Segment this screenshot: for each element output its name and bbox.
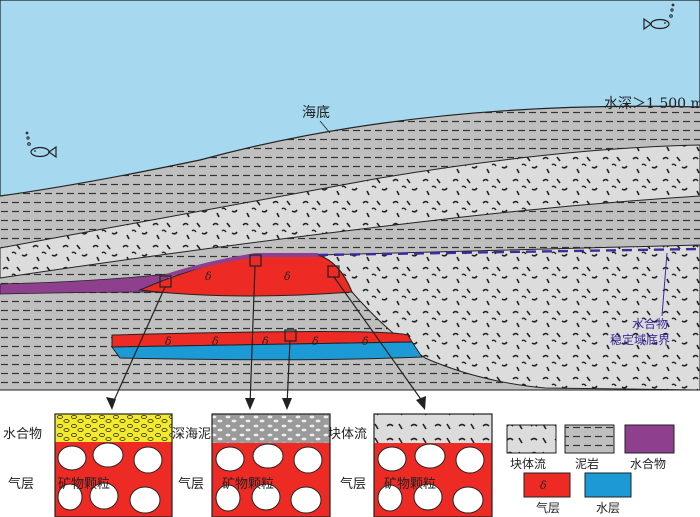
gas-marker: δ (165, 335, 172, 348)
sample-box-mud (249, 254, 262, 267)
mineral-grains (377, 443, 485, 514)
svg-text:泥岩: 泥岩 (575, 456, 599, 471)
panel-deep-sea-mud: 深海泥 气层 矿物颗粒 (172, 413, 331, 517)
gas-marker: δ (540, 479, 547, 492)
panel-massflow-top (374, 414, 492, 443)
upper-mass-flow-layer (0, 144, 700, 279)
svg-text:水层: 水层 (596, 501, 620, 515)
panel-massflow-bottom-label: 气层 (340, 476, 366, 492)
gas-marker: δ (312, 335, 319, 348)
fish-icon (643, 3, 675, 31)
panel-mud-top-label: 深海泥 (172, 427, 211, 442)
water-depth-label: 水深＞1 500 m (604, 96, 700, 112)
panel-massflow-overlay-label: 矿物颗粒 (384, 477, 436, 492)
svg-text:水合物: 水合物 (630, 456, 666, 471)
gas-marker: δ (262, 335, 269, 348)
sample-box-hydrate (159, 275, 172, 288)
panel-massflow-top-label: 块体流 (328, 427, 367, 442)
panel-hydrate-top (55, 414, 172, 442)
panel-hydrate-top-label: 水合物 (3, 427, 42, 442)
seabed-leader (319, 120, 331, 134)
boundary-label-line2: 稳定域底界 (610, 332, 670, 347)
gas-marker: δ (212, 335, 219, 348)
gas-markers: δ δ δ δ δ δ δ (165, 270, 369, 348)
legend-item-gas: δ 气层 (523, 472, 571, 515)
water-layer (111, 341, 423, 361)
gas-marker: δ (362, 335, 369, 348)
boundary-label-line1: 水合物 (632, 316, 668, 331)
sample-box-gas (284, 329, 297, 342)
panel-mud-top (212, 414, 330, 443)
panel-mud-overlay-label: 矿物颗粒 (222, 477, 274, 492)
arrowheads (106, 396, 426, 410)
sample-pointers (111, 254, 426, 406)
panel-hydrate-overlay-label: 矿物颗粒 (58, 477, 110, 492)
legend-item-mudstone: 泥岩 (564, 424, 615, 471)
legend-item-hydrate: 水合物 (624, 424, 675, 471)
fish-icon (25, 131, 57, 159)
main-section (0, 0, 700, 391)
seabed-label: 海底 (302, 105, 330, 121)
panel-hydrate: 水合物 气层 矿物颗粒 (3, 413, 173, 517)
seawater (0, 0, 700, 197)
mineral-grains (215, 443, 323, 514)
panel-mass-flow: 块体流 气层 矿物颗粒 (328, 413, 493, 517)
mineral-grains (57, 442, 163, 514)
gas-marker: δ (284, 270, 291, 283)
sample-box-massflow (327, 265, 340, 278)
panel-mud-bottom-label: 气层 (178, 476, 204, 492)
svg-text:气层: 气层 (536, 500, 560, 515)
panel-hydrate-bottom-label: 气层 (8, 476, 34, 492)
svg-text:块体流: 块体流 (510, 457, 546, 471)
legend-item-water: 水层 (584, 472, 632, 515)
boundary-leader (661, 252, 668, 317)
gas-marker: δ (205, 270, 212, 283)
legend-item-mass-flow: 块体流 (506, 424, 557, 471)
legend: 块体流 泥岩 水合物 δ 气层 水层 (506, 424, 675, 515)
